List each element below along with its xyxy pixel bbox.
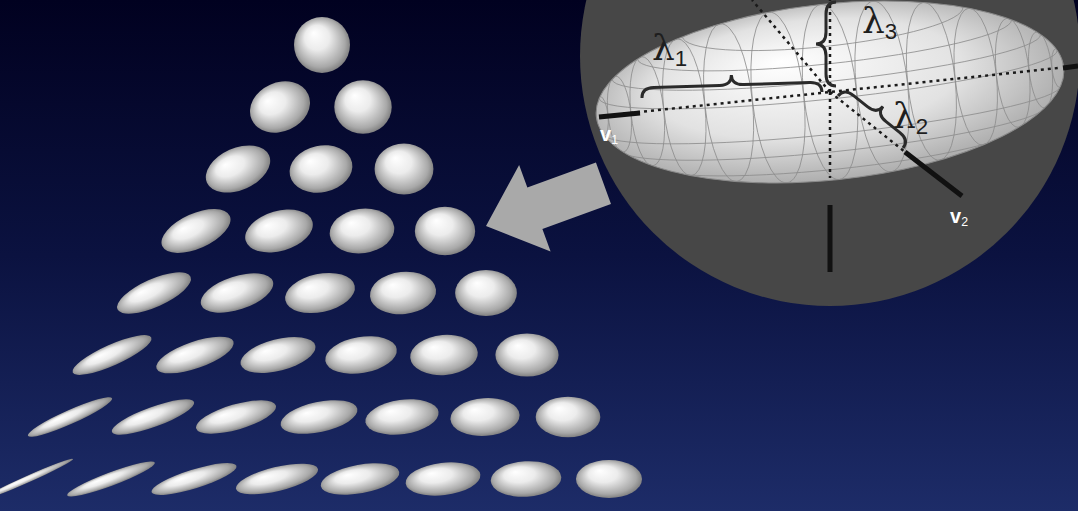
wire-line <box>603 85 1064 158</box>
ellipsoid-glyph <box>449 396 521 439</box>
ellipsoid-glyph <box>368 269 438 318</box>
eigenvalue-label: λ2 <box>893 98 928 138</box>
subscript: 3 <box>885 19 897 44</box>
ellipsoid-glyph <box>281 267 358 319</box>
symbol: λ <box>893 95 916 136</box>
ellipsoid-glyph <box>152 329 238 381</box>
eigenvector-axes <box>599 0 1078 272</box>
ellipsoid-glyph <box>233 457 321 500</box>
ellipsoid-glyph <box>196 266 278 321</box>
ellipsoid-glyph <box>193 393 280 440</box>
subscript: 1 <box>611 133 618 147</box>
ellipsoid-glyph <box>278 394 361 440</box>
ellipsoid-glyph <box>327 204 397 257</box>
symbol: λ <box>862 0 885 41</box>
eigenvector-label: v2 <box>950 206 968 229</box>
ellipsoid-glyph <box>240 202 318 260</box>
ellipsoid-glyph <box>363 395 441 439</box>
subscript: 1 <box>675 46 687 71</box>
ellipsoid-glyph <box>65 456 157 501</box>
ellipsoid-glyph <box>25 392 115 442</box>
ellipsoid-glyph <box>149 457 240 501</box>
eigenvector-label: v1 <box>600 124 618 147</box>
ellipsoid-glyph <box>237 330 319 380</box>
ellipsoid-glyph <box>112 264 196 322</box>
eigenvalue-label: λ3 <box>862 3 897 43</box>
ellipsoid-glyph <box>242 72 319 142</box>
length-brace <box>816 2 836 86</box>
ellipsoid-glyph <box>198 136 277 202</box>
ellipsoid-glyph <box>490 459 563 499</box>
wire-line <box>649 125 1026 189</box>
ellipsoid-glyph <box>318 458 402 500</box>
pointer-arrow <box>470 140 619 269</box>
inset-circle <box>580 0 1078 306</box>
ellipsoid-glyph <box>285 140 357 199</box>
ellipsoid-glyph <box>375 144 434 195</box>
tensor-ellipsoid <box>587 0 1074 211</box>
ellipsoid-glyph <box>155 200 237 262</box>
wire-line <box>682 7 965 61</box>
ellipsoid-glyph <box>404 458 483 499</box>
wire-line <box>619 104 1050 174</box>
ellipsoid-glyph <box>68 328 155 382</box>
length-brace <box>642 75 822 98</box>
ellipsoid-glyph <box>536 397 601 438</box>
ellipsoid-glyph <box>294 17 350 73</box>
wire-line <box>612 34 1043 104</box>
wire-line <box>625 55 669 168</box>
ellipsoid-glyph <box>409 332 480 378</box>
symbol: v <box>600 123 611 145</box>
wire-line <box>948 6 1003 147</box>
eigenvalue-label: λ1 <box>652 30 687 70</box>
ellipsoid-glyph <box>322 331 399 379</box>
symbol: λ <box>652 27 675 68</box>
ellipsoid-glyph <box>109 393 198 442</box>
ellipsoid-glyph <box>334 80 391 133</box>
subscript: 2 <box>961 215 968 229</box>
ellipsoid-glyph <box>415 207 475 255</box>
wire-line <box>697 147 980 201</box>
ellipsoid-glyph <box>455 270 517 316</box>
ellipsoid-glyph <box>576 460 642 498</box>
symbol: v <box>950 205 961 227</box>
subscript: 2 <box>916 114 928 139</box>
ellipsoid-glyph <box>495 333 558 376</box>
ellipsoid-grid <box>0 17 642 502</box>
ellipsoid-glyph <box>0 456 74 502</box>
